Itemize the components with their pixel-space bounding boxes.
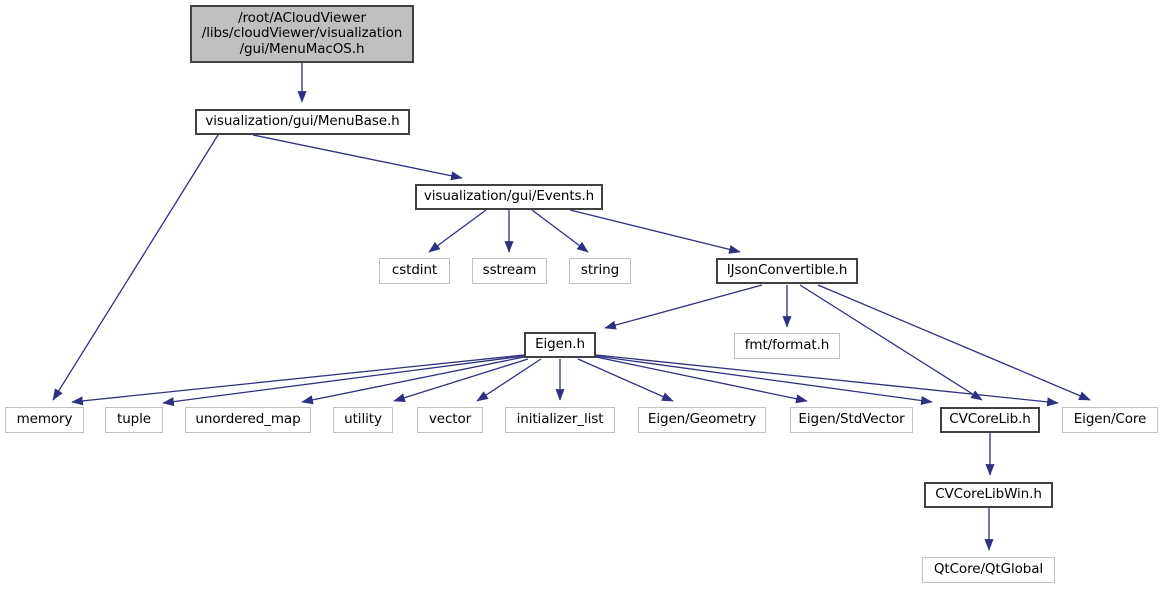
graph-node-memory[interactable]: memory (5, 407, 84, 433)
edge-eigen-to-eigen_geometry (577, 358, 674, 402)
graph-node-cstdint[interactable]: cstdint (379, 258, 450, 284)
edge-ijsonconvertible-to-cvcorelib (799, 284, 983, 401)
edge-eigen-to-vector (476, 358, 542, 402)
edge-eigen-to-unordered_map (301, 356, 525, 405)
edge-paths (52, 63, 1091, 551)
edge-ijsonconvertible-to-eigen (604, 284, 763, 330)
edge-eigen-to-memory (71, 354, 525, 406)
graph-node-unordered_map[interactable]: unordered_map (185, 407, 311, 433)
graph-node-initializer_list[interactable]: initializer_list (505, 407, 615, 433)
graph-node-string[interactable]: string (569, 258, 631, 284)
edge-eigen-to-eigen_core (595, 354, 1059, 407)
graph-node-tuple[interactable]: tuple (105, 407, 163, 433)
graph-node-cvcorelib[interactable]: CVCoreLib.h (940, 407, 1040, 433)
edge-events-to-cstdint (428, 209, 487, 253)
edge-eigen-to-cvcorelib (595, 355, 933, 406)
edge-eigen-to-tuple (162, 355, 525, 407)
graph-node-ijsonconvertible[interactable]: IJsonConvertible.h (716, 258, 858, 284)
graph-node-qtglobal[interactable]: QtCore/QtGlobal (922, 557, 1055, 583)
graph-node-fmtformat[interactable]: fmt/format.h (734, 333, 840, 359)
graph-node-root[interactable]: /root/ACloudViewer /libs/cloudViewer/vis… (190, 5, 414, 63)
graph-node-eigen_geometry[interactable]: Eigen/Geometry (638, 407, 766, 433)
graph-node-menubase[interactable]: visualization/gui/MenuBase.h (195, 109, 410, 135)
graph-node-cvcorelibwin[interactable]: CVCoreLibWin.h (924, 482, 1053, 508)
graph-node-utility[interactable]: utility (333, 407, 393, 433)
graph-node-eigen_stdvector[interactable]: Eigen/StdVector (790, 407, 913, 433)
edge-events-to-string (531, 209, 589, 253)
edge-eigen-to-utility (393, 358, 529, 403)
edge-ijsonconvertible-to-eigen_core (817, 284, 1091, 401)
graph-node-events[interactable]: visualization/gui/Events.h (415, 184, 603, 210)
graph-node-vector[interactable]: vector (417, 407, 483, 433)
edge-menubase-to-events (252, 134, 463, 181)
graph-node-eigen[interactable]: Eigen.h (524, 332, 596, 358)
edge-events-to-ijsonconvertible (569, 209, 741, 254)
edge-eigen-to-eigen_stdvector (595, 356, 808, 404)
graph-node-sstream[interactable]: sstream (472, 258, 547, 284)
graph-node-eigen_core[interactable]: Eigen/Core (1062, 407, 1158, 433)
edge-menubase-to-memory (52, 134, 219, 401)
